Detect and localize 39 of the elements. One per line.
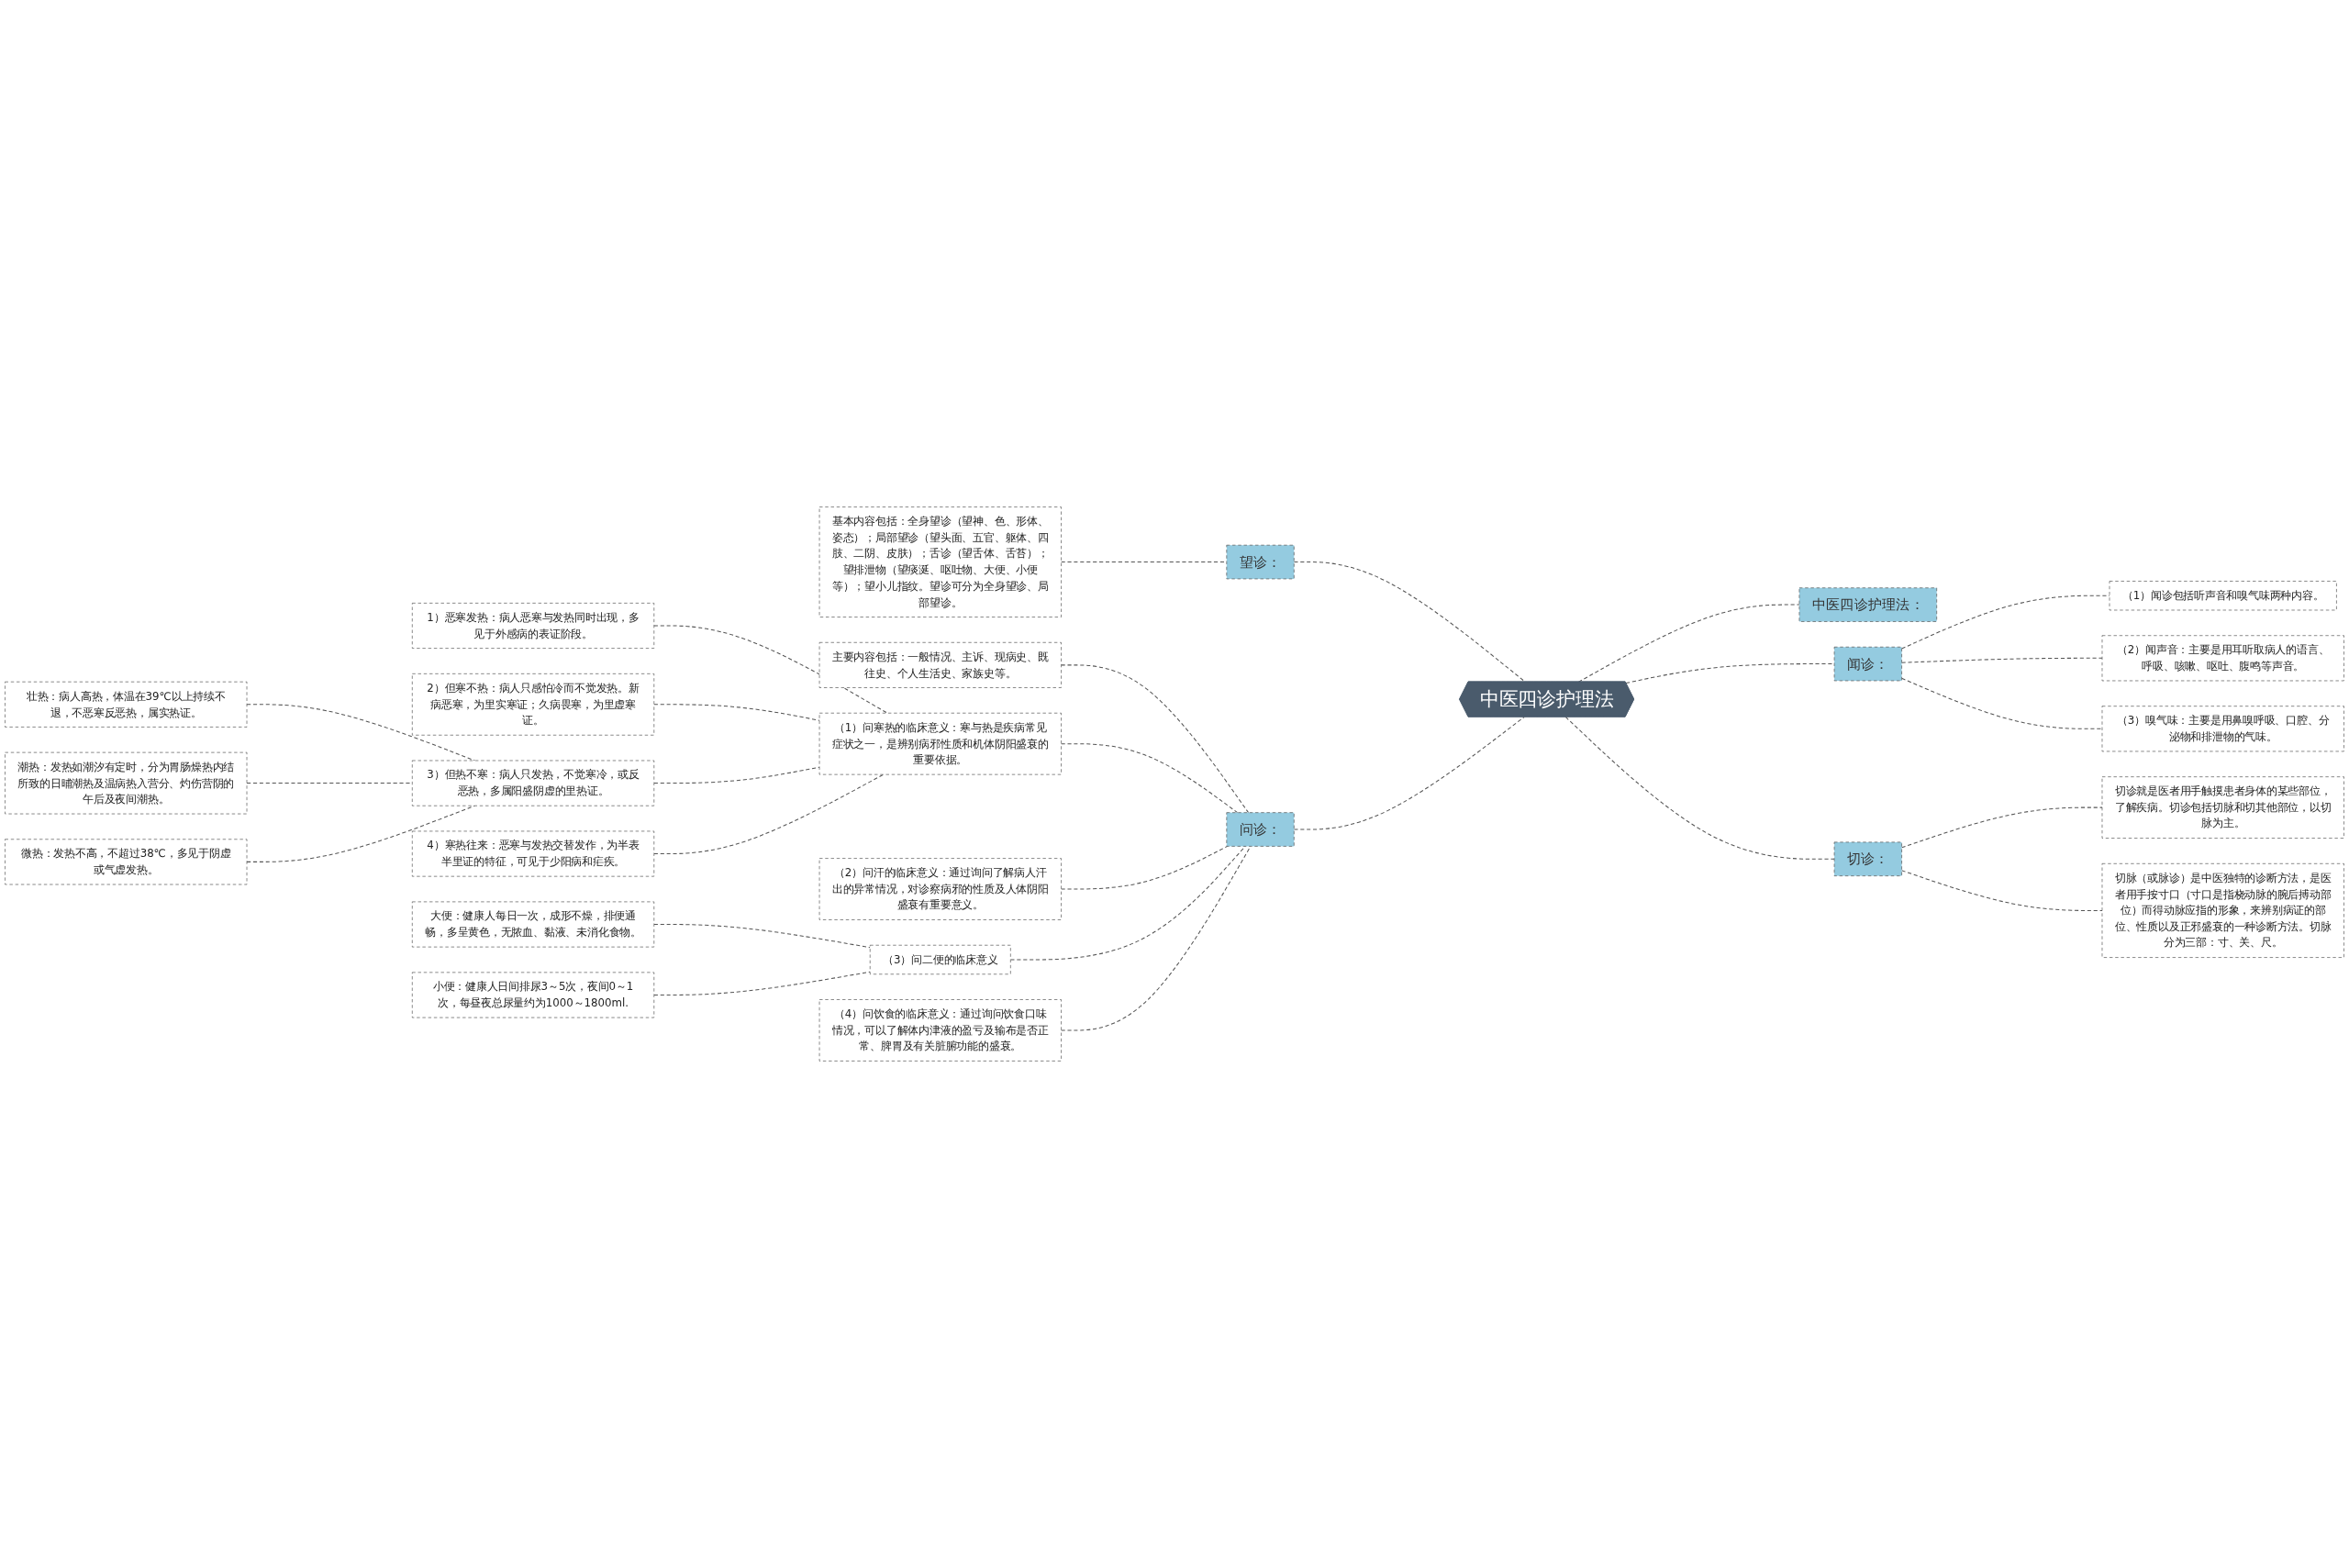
connector [1009,845,1246,961]
node-box: 壮热：病人高热，体温在39℃以上持续不退，不恶寒反恶热，属实热证。 [5,681,248,728]
node-box: （3）问二便的临床意义 [869,944,1011,975]
connector [653,766,820,784]
node-box: 微热：发热不高，不超过38℃，多见于阴虚或气虚发热。 [5,839,248,885]
node-box: 基本内容包括：全身望诊（望神、色、形体、姿态）；局部望诊（望头面、五官、躯体、四肢、二阴、皮肤）；舌诊（望舌体、舌苔）；望排泄物（望痰涎、呕吐物、大便、小便等）；望小儿指纹。望诊可分为全身望诊、局部望诊。 [818,506,1062,617]
node-box: 闻诊： [1833,646,1902,682]
node-box: 大便：健康人每日一次，成形不燥，排便通畅，多呈黄色，无脓血、黏液、未消化食物。 [411,901,655,948]
node-box: 望诊： [1226,544,1295,580]
node-box: 切诊： [1833,841,1902,876]
node-box: 切脉（或脉诊）是中医独特的诊断方法，是医者用手按寸口（寸口是指桡动脉的腕后搏动部位）而得动脉应指的形象，来辨别病证的部位、性质以及正邪盛衰的一种诊断方法。切脉分为三部：寸、关、尺。 [2101,862,2344,958]
node-box: （1）问寒热的临床意义：寒与热是疾病常见症状之一，是辨别病邪性质和机体阴阳盛衰的重要依据。 [818,712,1062,775]
node-box: 切诊就是医者用手触摸患者身体的某些部位，了解疾病。切诊包括切脉和切其他部位，以切脉为主。 [2101,776,2344,839]
connector [653,924,871,949]
node-box: 中医四诊护理法： [1798,587,1938,622]
connector [1564,716,1835,860]
node-box: 3）但热不寒：病人只发热，不觉寒冷，或反恶热，多属阳盛阴虚的里热证。 [411,760,655,806]
connector [1901,677,2103,729]
connector [1061,845,1252,1031]
node-box: （2）问汗的临床意义：通过询问了解病人汗出的异常情况，对诊察病邪的性质及人体阴阳盛衰有重要意义。 [818,858,1062,920]
connector [1901,806,2103,849]
node-box: （2）闻声音：主要是用耳听取病人的语言、呼吸、咳嗽、呕吐、腹鸣等声音。 [2101,635,2344,682]
node-box: （1）闻诊包括听声音和嗅气味两种内容。 [2109,581,2337,611]
node-box: 4）寒热往来：恶寒与发热交替发作，为半表半里证的特征，可见于少阳病和疟疾。 [411,830,655,877]
connector [1061,743,1239,814]
node-box: 2）但寒不热：病人只感怕冷而不觉发热。新病恶寒，为里实寒证；久病畏寒，为里虚寒证。 [411,673,655,736]
node-box: 问诊： [1226,812,1295,847]
node-box: 潮热：发热如潮汐有定时，分为胃肠燥热内结所致的日晡潮热及温病热入营分、灼伤营阴的午后及夜间潮热。 [5,751,248,815]
connector [653,704,820,721]
connector [1901,870,2103,911]
connector [653,971,871,995]
node-box: 1）恶寒发热：病人恶寒与发热同时出现，多见于外感病的表证阶段。 [411,603,655,649]
connector [1061,664,1250,814]
node-box: （4）问饮食的临床意义：通过询问饮食口味情况，可以了解体内津液的盈亏及输布是否正常、脾胃及有关脏腑功能的盛衰。 [818,999,1062,1062]
connector [653,625,888,714]
node-box: （3）嗅气味：主要是用鼻嗅呼吸、口腔、分泌物和排泄物的气味。 [2101,706,2344,752]
node-box: 主要内容包括：一般情况、主诉、现病史、既往史、个人生活史、家族史等。 [818,641,1062,688]
node-box: 小便：健康人日间排尿3～5次，夜间0～1次，每昼夜总尿量约为1000～1800ml. [411,972,655,1018]
connector [653,773,885,855]
